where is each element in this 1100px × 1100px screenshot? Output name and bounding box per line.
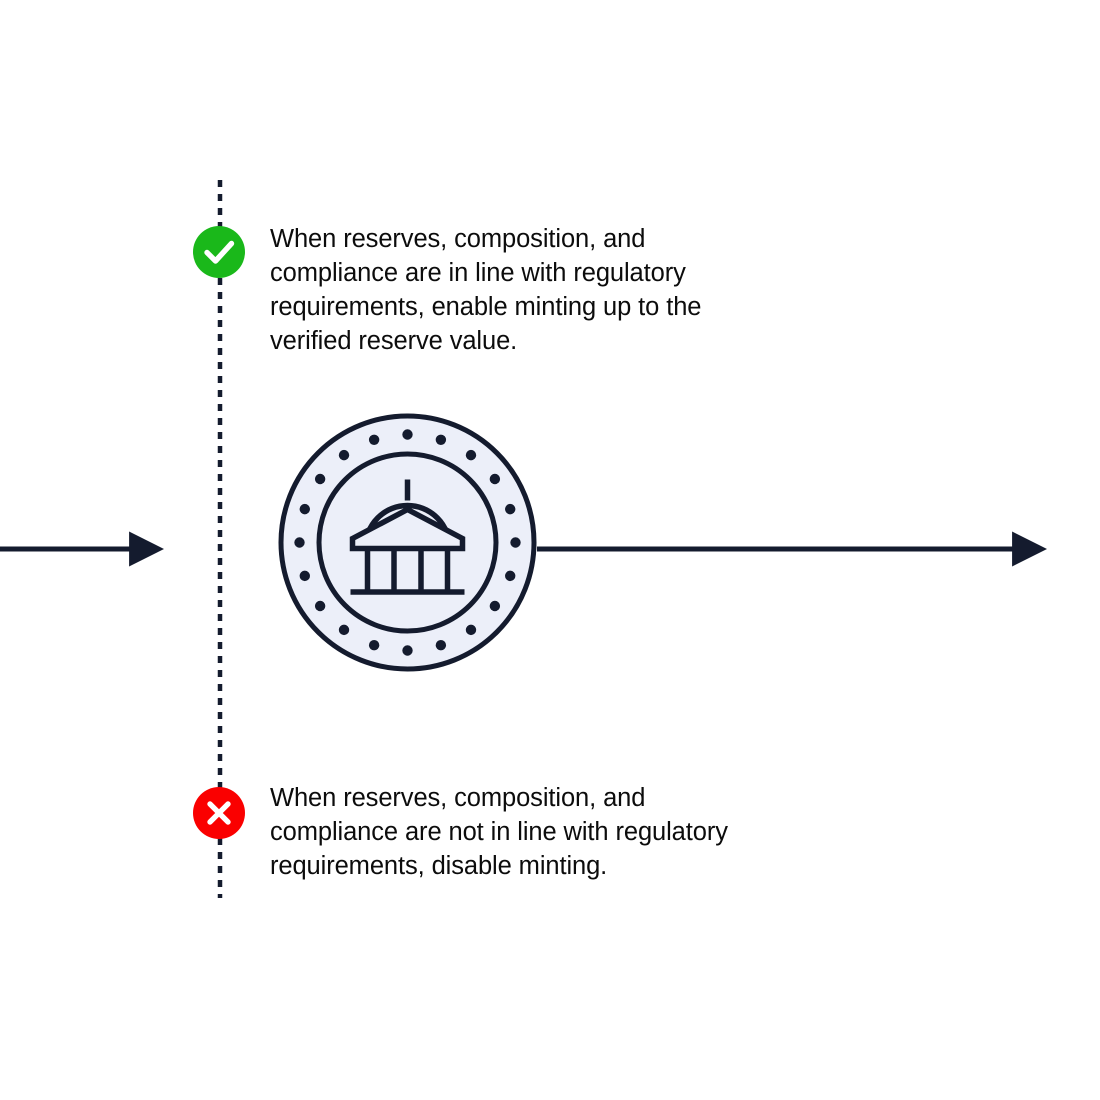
x-circle-icon[interactable]	[193, 787, 245, 839]
badge-rivets	[294, 429, 521, 656]
bank-building-badge-icon	[278, 413, 537, 672]
success-branch-text: When reserves, composition, and complian…	[270, 225, 702, 355]
bank-building-glyph	[349, 479, 466, 595]
check-mark-glyph	[204, 240, 235, 264]
x-mark-glyph	[207, 801, 231, 825]
building-roof	[349, 506, 466, 552]
check-circle-icon[interactable]	[193, 226, 245, 278]
failure-branch-text: When reserves, composition, and complian…	[270, 784, 728, 880]
